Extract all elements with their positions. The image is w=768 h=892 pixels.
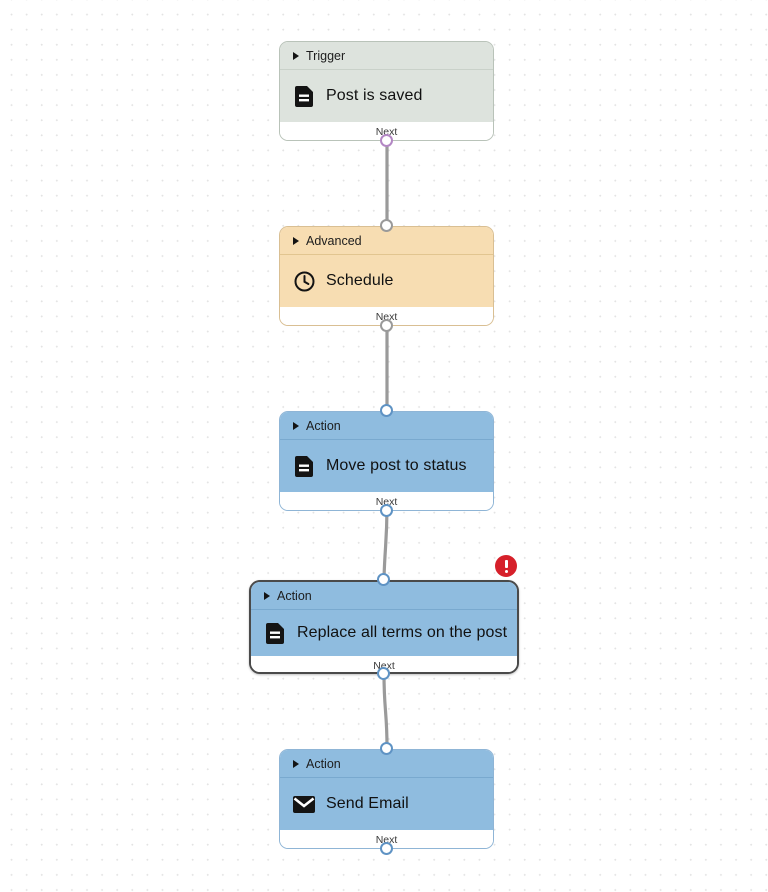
node-header-action[interactable]: Action (280, 412, 493, 440)
clock-icon (293, 270, 315, 292)
node-body-action[interactable]: Replace all terms on the post (251, 610, 517, 656)
node-title: Move post to status (326, 457, 467, 474)
input-port-replace-terms[interactable] (377, 573, 390, 586)
exclamation-icon (504, 560, 508, 568)
error-badge[interactable] (495, 555, 517, 577)
node-category-label: Action (306, 418, 341, 433)
input-port-advanced[interactable] (380, 219, 393, 232)
node-title: Post is saved (326, 87, 423, 104)
output-port-replace-terms[interactable] (377, 667, 390, 680)
output-port-trigger[interactable] (380, 134, 393, 147)
workflow-node-trigger[interactable]: Trigger Post is saved Next (279, 41, 494, 141)
node-body-action[interactable]: Move post to status (280, 440, 493, 492)
disclosure-triangle-icon[interactable] (293, 236, 299, 245)
envelope-icon (293, 793, 315, 815)
disclosure-triangle-icon[interactable] (293, 51, 299, 60)
edge-replace-terms-to-send-email (382, 673, 389, 748)
document-icon (293, 85, 315, 107)
node-category-label: Trigger (306, 48, 346, 63)
node-body-trigger[interactable]: Post is saved (280, 70, 493, 122)
disclosure-triangle-icon[interactable] (264, 591, 270, 600)
input-port-move-post[interactable] (380, 404, 393, 417)
input-port-send-email[interactable] (380, 742, 393, 755)
node-title: Send Email (326, 795, 409, 812)
node-header-trigger[interactable]: Trigger (280, 42, 493, 70)
disclosure-triangle-icon[interactable] (293, 759, 299, 768)
node-category-label: Advanced (306, 233, 362, 248)
workflow-node-send-email[interactable]: Action Send Email Next (279, 749, 494, 849)
node-category-label: Action (306, 756, 341, 771)
workflow-node-advanced[interactable]: Advanced Schedule Next (279, 226, 494, 326)
document-icon (264, 622, 286, 644)
node-title: Replace all terms on the post (297, 624, 508, 641)
disclosure-triangle-icon[interactable] (293, 421, 299, 430)
workflow-node-replace-terms[interactable]: Action Replace all terms on the post Nex… (249, 580, 519, 674)
exclamation-dot (504, 569, 508, 573)
node-header-action[interactable]: Action (251, 582, 517, 610)
output-port-advanced[interactable] (380, 319, 393, 332)
node-body-action[interactable]: Send Email (280, 778, 493, 830)
node-title: Schedule (326, 272, 394, 289)
output-port-move-post[interactable] (380, 504, 393, 517)
node-body-advanced[interactable]: Schedule (280, 255, 493, 307)
document-icon (293, 455, 315, 477)
node-category-label: Action (277, 588, 312, 603)
workflow-node-move-post[interactable]: Action Move post to status Next (279, 411, 494, 511)
output-port-send-email[interactable] (380, 842, 393, 855)
